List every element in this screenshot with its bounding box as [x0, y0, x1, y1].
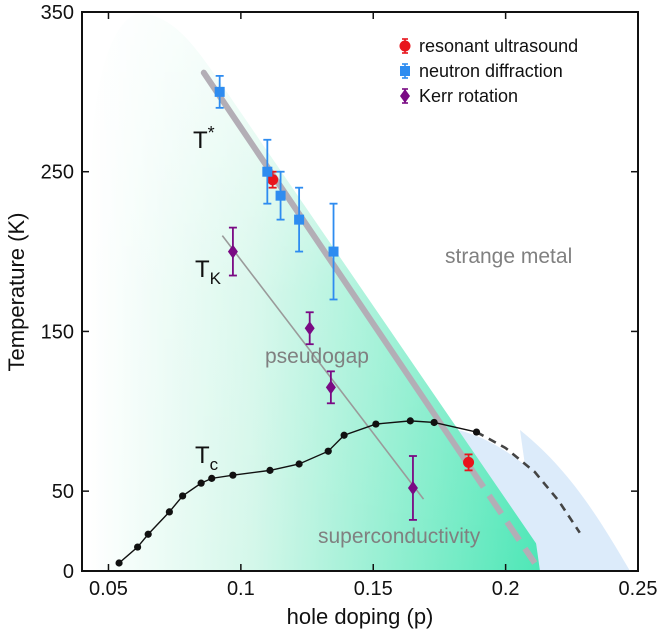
data-point-square [262, 166, 273, 177]
blue-region-right [520, 430, 630, 571]
y-tick-label: 0 [63, 561, 74, 583]
t-c-point [144, 530, 152, 538]
curve-label-t-c: Tc [195, 442, 219, 474]
plot-frame [81, 11, 639, 572]
data-point-circle [463, 456, 475, 468]
data-point-diamond [227, 244, 238, 259]
region-label-pseudogap: pseudogap [265, 345, 369, 368]
t-c-point [165, 508, 173, 516]
t-c-point [197, 479, 205, 487]
t-c-point [406, 417, 414, 425]
t-star-line [200, 69, 475, 472]
curve-label-t-star: T* [193, 123, 215, 154]
t-c-point [472, 428, 481, 436]
x-tick-label: 0.15 [354, 578, 393, 600]
t-c-point [266, 466, 274, 474]
axis-ticks: 0.05 0.1 0.15 0.2 0.25 0 50 150 250 350 [41, 2, 658, 600]
legend: resonant ultrasound neutron diffractionKe… [399, 36, 578, 106]
x-tick-label: 0.2 [492, 578, 520, 600]
pseudogap-region-fade [90, 14, 555, 571]
t-star-line-dashed [468, 467, 538, 565]
t-c-point [115, 559, 123, 567]
region-label-superconductivity: superconductivity [318, 525, 481, 548]
x-tick-label: 0.25 [619, 578, 658, 600]
y-tick-label: 250 [41, 162, 74, 184]
t-c-point [179, 492, 187, 500]
t-c-curve [118, 420, 477, 564]
data-point-square [214, 86, 225, 97]
chart-overlay [115, 69, 581, 567]
t-c-point [430, 418, 438, 427]
y-axis-title: Temperature (K) [4, 213, 29, 372]
t-k-line [221, 235, 425, 500]
data-point-circle [267, 174, 279, 186]
legend-label: resonant ultrasound [419, 36, 578, 56]
legend-marker-diamond [400, 89, 410, 103]
data-point-square [294, 214, 305, 225]
legend-marker-circle [399, 40, 411, 52]
data-point-square [275, 190, 286, 201]
t-c-curve-dashed [475, 430, 581, 534]
t-c-point [208, 474, 216, 482]
legend-label: neutron diffraction [419, 61, 563, 81]
x-tick-label: 0.1 [227, 578, 255, 600]
data-point-diamond [407, 480, 418, 495]
y-tick-label: 150 [41, 321, 74, 343]
x-tick-label: 0.05 [89, 578, 128, 600]
t-c-point [372, 420, 380, 428]
t-c-point [229, 471, 237, 479]
data-point-diamond [304, 321, 315, 336]
x-axis-title: hole doping (p) [287, 604, 434, 629]
region-label-strange-metal: strange metal [445, 245, 572, 268]
data-point-diamond [325, 380, 336, 395]
curve-label-t-k: TK [195, 256, 222, 288]
t-c-point [134, 543, 142, 551]
t-c-point [340, 431, 348, 439]
t-c-point [324, 447, 332, 455]
y-tick-label: 350 [41, 2, 74, 24]
y-tick-label: 50 [52, 481, 74, 503]
legend-label: Kerr rotation [419, 86, 518, 106]
data-point-square [328, 246, 339, 257]
t-c-point [295, 460, 303, 468]
legend-marker-square [400, 66, 410, 76]
